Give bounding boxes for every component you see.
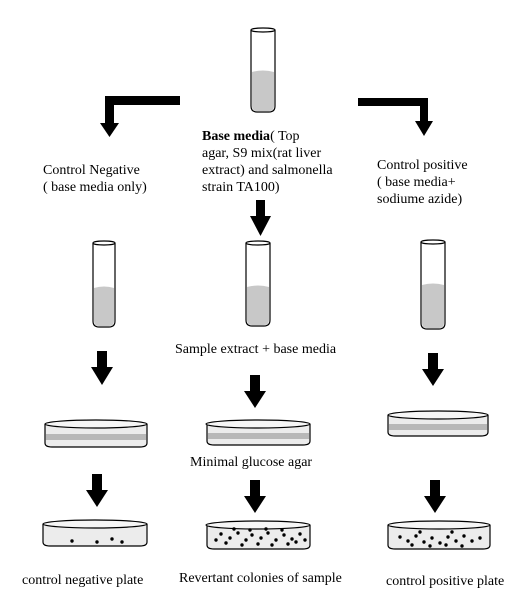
colony-dot (224, 541, 228, 545)
control-positive-test-tube (420, 239, 446, 330)
arrow-down-positive-plate (424, 480, 446, 513)
result-plate-positive (387, 520, 491, 550)
colony-dot (438, 541, 442, 545)
base-media-title: Base media (202, 129, 271, 144)
arrow-down-negative-plate (86, 474, 108, 507)
control-positive-label: Control positive ( base media+ sodiume a… (377, 157, 468, 208)
colony-dot (282, 533, 286, 537)
colony-dot (256, 542, 260, 546)
colony-dot (286, 542, 290, 546)
colony-dot (460, 544, 464, 548)
control-positive-plate-label: control positive plate (386, 574, 505, 589)
colony-dot (110, 537, 114, 541)
control-negative-label: Control Negative ( base media only) (43, 162, 147, 196)
result-plate-sample (205, 520, 311, 550)
arrow-down-sample-plate (244, 480, 266, 513)
colonies-sample (214, 527, 307, 547)
colony-dot (446, 535, 450, 539)
arrow-down-negative-tube (91, 351, 113, 385)
colony-dot (450, 530, 454, 534)
colony-dot (303, 538, 307, 542)
control-negative-test-tube (92, 240, 116, 328)
left-elbow-arrow (100, 96, 180, 137)
arrow-down-sample-tube (244, 375, 266, 408)
colony-dot (248, 528, 252, 532)
colony-dot (444, 543, 448, 547)
colony-dot (290, 537, 294, 541)
right-elbow-arrow (358, 98, 433, 136)
sample-extract-label: Sample extract + base media (175, 342, 337, 357)
colony-dot (428, 544, 432, 548)
colony-dot (454, 539, 458, 543)
colony-dot (219, 532, 223, 536)
agar-plate-positive (387, 410, 489, 437)
colony-dot (228, 536, 232, 540)
colony-dot (462, 534, 466, 538)
colony-dot (406, 539, 410, 543)
base-media-label: Base media( Top agar, S9 mix(rat liver e… (202, 128, 333, 196)
colony-dot (266, 531, 270, 535)
arrow-down-base-to-sample (250, 200, 271, 236)
base-media-test-tube (250, 27, 276, 113)
base-media-line1: ( Top (270, 129, 300, 144)
colony-dot (244, 538, 248, 542)
colony-dot (470, 539, 474, 543)
control-positive-line3: sodiume azide) (377, 192, 463, 207)
colony-dot (240, 543, 244, 547)
colony-dot (410, 543, 414, 547)
colony-dot (418, 530, 422, 534)
sample-test-tube (245, 240, 271, 327)
colony-dot (422, 540, 426, 544)
revertant-colonies-label: Revertant colonies of sample (179, 571, 342, 586)
colony-dot (274, 538, 278, 542)
base-media-line3: extract) and salmonella (202, 163, 333, 178)
arrow-down-positive-tube (422, 353, 444, 386)
control-negative-line1: Control Negative (43, 163, 140, 178)
control-negative-line2: ( base media only) (43, 180, 147, 195)
colony-dot (232, 527, 236, 531)
base-media-line4: strain TA100) (202, 180, 280, 195)
agar-plate-sample (205, 419, 311, 446)
colony-dot (280, 528, 284, 532)
colonies-negative (70, 537, 124, 544)
colony-dot (478, 536, 482, 540)
control-positive-line1: Control positive (377, 158, 468, 173)
colony-dot (259, 536, 263, 540)
base-media-line2: agar, S9 mix(rat liver (202, 146, 322, 161)
colony-dot (298, 532, 302, 536)
colony-dot (95, 540, 99, 544)
colony-dot (70, 539, 74, 543)
control-negative-plate-label: control negative plate (22, 573, 144, 588)
minimal-glucose-agar-label: Minimal glucose agar (190, 455, 313, 470)
colony-dot (414, 534, 418, 538)
colony-dot (236, 531, 240, 535)
colony-dot (430, 536, 434, 540)
control-positive-line2: ( base media+ (377, 175, 456, 190)
colony-dot (270, 543, 274, 547)
colony-dot (250, 533, 254, 537)
result-plate-negative (42, 519, 148, 547)
colony-dot (294, 540, 298, 544)
colony-dot (398, 535, 402, 539)
colony-dot (214, 538, 218, 542)
colony-dot (120, 540, 124, 544)
agar-plate-negative (44, 419, 148, 448)
colonies-positive (398, 530, 482, 548)
colony-dot (264, 527, 268, 531)
